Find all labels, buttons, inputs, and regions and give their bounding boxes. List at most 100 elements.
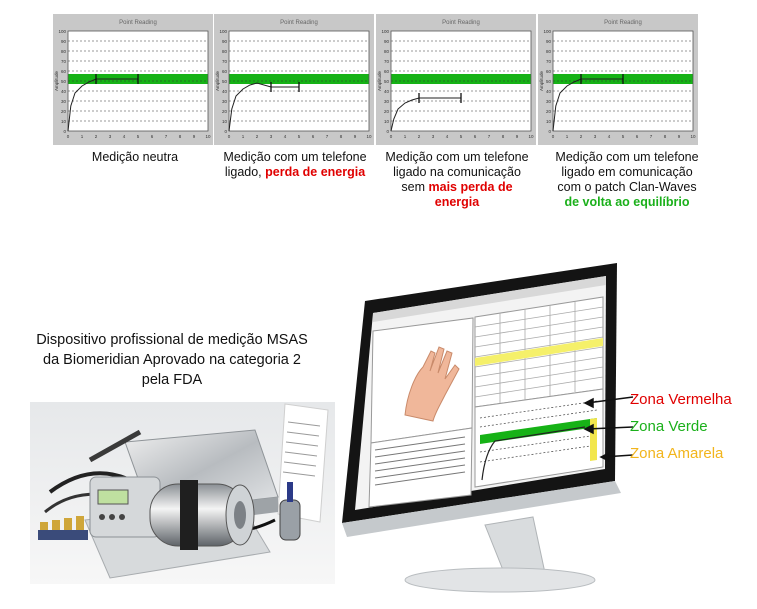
y-tick-label: 0: [63, 129, 66, 134]
x-tick-label: 2: [580, 134, 583, 139]
chart-title: Point Reading: [280, 20, 318, 26]
plot-frame: [67, 30, 209, 132]
y-tick-label: 30: [61, 99, 67, 104]
y-tick-label: 30: [384, 99, 390, 104]
y-axis-label: Amplitude: [539, 71, 544, 92]
caption-3-line2: ligado na comunicação: [393, 165, 521, 179]
y-tick-label: 50: [384, 79, 390, 84]
y-tick-label: 50: [222, 79, 228, 84]
x-tick-label: 0: [390, 134, 393, 139]
series-line: [228, 82, 299, 132]
x-tick-label: 2: [256, 134, 259, 139]
x-tick-label: 4: [446, 134, 449, 139]
zone-red-label: Zona Vermelha: [630, 391, 732, 408]
y-tick-label: 90: [546, 39, 552, 44]
y-tick-label: 80: [61, 49, 67, 54]
x-tick-label: 0: [552, 134, 555, 139]
y-tick-label: 70: [546, 59, 552, 64]
x-tick-label: 0: [67, 134, 70, 139]
y-tick-label: 100: [58, 29, 66, 34]
y-tick-label: 100: [543, 29, 551, 34]
x-tick-label: 5: [137, 134, 140, 139]
plot-frame: [552, 30, 694, 132]
y-tick-label: 0: [224, 129, 227, 134]
caption-2-line1: Medição com um telefone: [223, 150, 367, 164]
y-tick-label: 70: [384, 59, 390, 64]
chart-title: Point Reading: [442, 20, 480, 26]
y-tick-label: 60: [61, 69, 67, 74]
x-tick-label: 3: [432, 134, 435, 139]
y-tick-label: 10: [384, 119, 390, 124]
x-tick-label: 2: [95, 134, 98, 139]
x-tick-label: 1: [242, 134, 245, 139]
chart-title: Point Reading: [119, 20, 157, 26]
x-tick-label: 6: [636, 134, 639, 139]
x-tick-label: 1: [566, 134, 569, 139]
x-tick-label: 10: [528, 134, 534, 139]
green-band: [391, 74, 531, 84]
y-tick-label: 90: [384, 39, 390, 44]
x-tick-label: 4: [284, 134, 287, 139]
caption-2-line2: ligado,: [224, 165, 266, 179]
x-tick-label: 4: [123, 134, 126, 139]
x-tick-label: 5: [298, 134, 301, 139]
caption-neutral: Medição neutra: [60, 150, 210, 165]
caption-3-highlight: mais perda de: [428, 180, 513, 194]
zone-green-label: Zona Verde: [630, 418, 708, 435]
msas-device-photo: [30, 402, 335, 584]
y-tick-label: 100: [219, 29, 227, 34]
caption-patch: Medição com um telefone ligado em comuni…: [542, 150, 712, 210]
y-tick-label: 10: [222, 119, 228, 124]
caption-2-highlight: perda de energia: [265, 165, 366, 179]
x-tick-label: 9: [678, 134, 681, 139]
x-tick-label: 6: [312, 134, 315, 139]
y-tick-label: 40: [61, 89, 67, 94]
y-tick-label: 80: [546, 49, 552, 54]
y-tick-label: 20: [61, 109, 67, 114]
y-tick-label: 100: [381, 29, 389, 34]
y-tick-label: 90: [222, 39, 228, 44]
x-tick-label: 7: [488, 134, 491, 139]
y-tick-label: 40: [384, 89, 390, 94]
y-tick-label: 20: [384, 109, 390, 114]
x-tick-label: 0: [228, 134, 231, 139]
x-tick-label: 5: [622, 134, 625, 139]
y-tick-label: 60: [384, 69, 390, 74]
x-tick-label: 10: [690, 134, 696, 139]
green-band: [229, 74, 369, 84]
caption-3-highlight-2: energia: [434, 195, 480, 209]
zone-arrows: [583, 396, 634, 463]
y-axis-label: Amplitude: [377, 71, 382, 92]
y-tick-label: 30: [546, 99, 552, 104]
caption-4-line3: com o patch Clan-Waves: [557, 180, 697, 194]
y-tick-label: 40: [546, 89, 552, 94]
x-tick-label: 1: [81, 134, 84, 139]
y-tick-label: 80: [222, 49, 228, 54]
x-tick-label: 1: [404, 134, 407, 139]
y-tick-label: 0: [386, 129, 389, 134]
x-tick-label: 8: [179, 134, 182, 139]
y-tick-label: 10: [546, 119, 552, 124]
plot-frame: [228, 30, 370, 132]
chart-title: Point Reading: [604, 20, 642, 26]
x-tick-label: 6: [151, 134, 154, 139]
x-tick-label: 2: [418, 134, 421, 139]
y-axis-label: Amplitude: [54, 71, 59, 92]
y-tick-label: 20: [222, 109, 228, 114]
x-tick-label: 3: [594, 134, 597, 139]
monitor-illustration: [342, 263, 621, 593]
x-tick-label: 5: [460, 134, 463, 139]
x-tick-label: 10: [205, 134, 211, 139]
x-tick-label: 8: [664, 134, 667, 139]
y-tick-label: 80: [384, 49, 390, 54]
x-tick-label: 10: [366, 134, 372, 139]
y-tick-label: 0: [548, 129, 551, 134]
